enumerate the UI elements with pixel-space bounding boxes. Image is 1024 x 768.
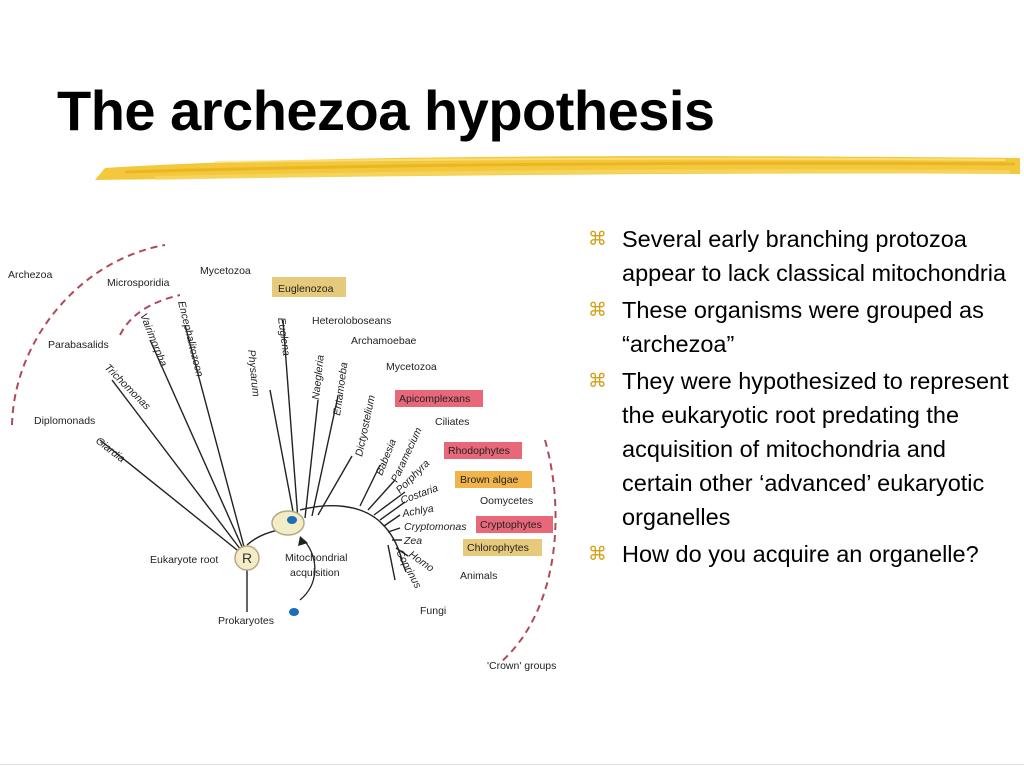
- bottom-divider: [0, 764, 1024, 765]
- taxon-oomycetes: Oomycetes: [480, 495, 533, 507]
- taxon-dictyostelium: Dictyostelium: [353, 394, 378, 458]
- taxon-diplomonads: Diplomonads: [34, 415, 95, 427]
- z-bullet-icon: ⌘: [588, 228, 607, 250]
- prokaryote-cell: [289, 608, 299, 616]
- z-bullet-icon: ⌘: [588, 370, 607, 392]
- taxon-animals: Animals: [460, 570, 497, 582]
- taxon-euglena: Euglena: [275, 317, 292, 357]
- taxon-achlya: Achlya: [400, 503, 434, 520]
- taxon-apicomplexans: Apicomplexans: [399, 393, 470, 405]
- phylogenetic-tree-diagram: R Archezoa Microsporidia Mycetozoa Eugle…: [8, 244, 557, 672]
- taxon-cryptophytes: Cryptophytes: [480, 519, 542, 531]
- bullet-item: ⌘ They were hypothesized to represent th…: [588, 364, 1018, 534]
- taxon-parabasalids: Parabasalids: [48, 339, 109, 351]
- taxon-archamoebae: Archamoebae: [351, 335, 417, 347]
- z-bullet-icon: ⌘: [588, 299, 607, 321]
- bullet-list: ⌘ Several early branching protozoa appea…: [588, 222, 1018, 574]
- highlighter-underline: [95, 156, 1020, 180]
- taxon-mycetozoa-top: Mycetozoa: [200, 265, 251, 277]
- taxon-brown-algae: Brown algae: [460, 474, 519, 486]
- taxon-fungi: Fungi: [420, 605, 446, 617]
- taxon-zea: Zea: [403, 535, 422, 547]
- mitochondrial-node: [271, 510, 305, 536]
- mito-label-line1: Mitochondrial: [285, 552, 347, 564]
- taxon-heteroloboseans: Heteroloboseans: [312, 315, 391, 327]
- taxon-rhodophytes: Rhodophytes: [448, 445, 510, 457]
- z-bullet-icon: ⌘: [588, 543, 607, 565]
- bullet-text: These organisms were grouped as “archezo…: [622, 297, 984, 357]
- taxon-cryptomonas: Cryptomonas: [404, 521, 467, 533]
- crown-boundary-arc: [499, 439, 557, 664]
- taxon-encephalitozoon: Encephalitozoon: [175, 300, 205, 378]
- taxon-ciliates: Ciliates: [435, 416, 469, 428]
- prokaryotes-label: Prokaryotes: [218, 615, 274, 627]
- bullet-item: ⌘ How do you acquire an organelle?: [588, 537, 1018, 571]
- root-node: [234, 545, 260, 571]
- archezoa-boundary-arc: [11, 244, 166, 426]
- taxon-naegleria: Naegleria: [310, 354, 327, 400]
- taxon-mycetozoa-right: Mycetozoa: [386, 361, 437, 373]
- taxon-chlorophytes: Chlorophytes: [467, 542, 529, 554]
- bullet-text: Several early branching protozoa appear …: [622, 226, 1007, 286]
- taxon-giardia: Giardia: [93, 435, 127, 465]
- taxon-entamoeba: Entamoeba: [331, 361, 350, 416]
- bullet-text: They were hypothesized to represent the …: [622, 368, 1009, 530]
- slide-title: The archezoa hypothesis: [57, 79, 715, 142]
- root-node-label: R: [242, 550, 252, 566]
- bullet-item: ⌘ These organisms were grouped as “arche…: [588, 293, 1018, 361]
- mito-arrow: [299, 539, 316, 601]
- taxon-trichomonas: Trichomonas: [102, 362, 153, 413]
- group-archezoa-label: Archezoa: [8, 269, 53, 281]
- bullet-item: ⌘ Several early branching protozoa appea…: [588, 222, 1018, 290]
- mito-label-line2: acquisition: [290, 567, 340, 579]
- taxon-physarum: Physarum: [245, 349, 262, 398]
- taxon-vairimorpha: Vairimorpha: [137, 312, 169, 369]
- root-label: Eukaryote root: [150, 554, 218, 566]
- bullet-text: How do you acquire an organelle?: [622, 541, 979, 567]
- archezoa-inner-arc: [119, 294, 181, 336]
- group-crown-label: 'Crown' groups: [487, 660, 556, 672]
- taxon-euglenozoa: Euglenozoa: [278, 283, 334, 295]
- taxon-microsporidia: Microsporidia: [107, 277, 170, 289]
